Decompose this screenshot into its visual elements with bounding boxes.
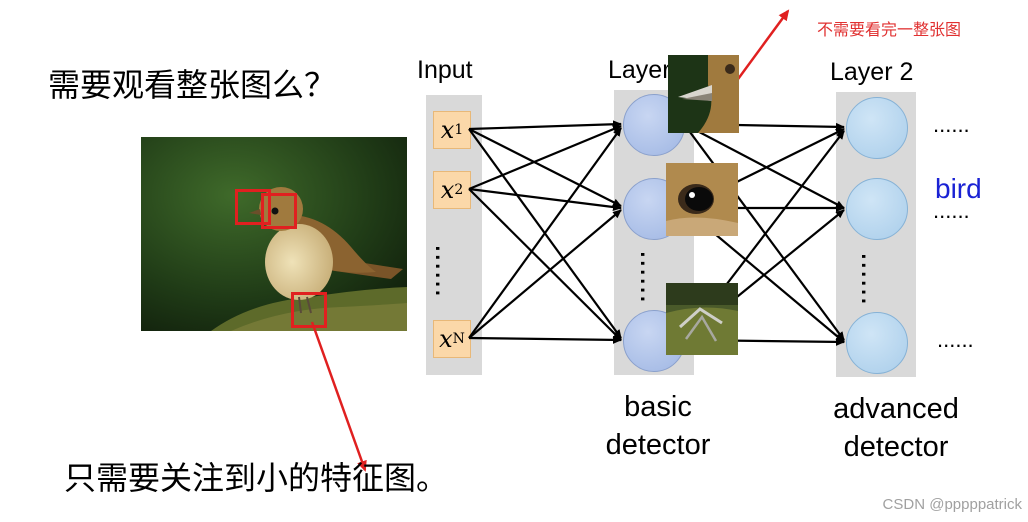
- output-bird-label: bird: [935, 173, 982, 204]
- crop-eye: [666, 163, 738, 236]
- input-sub: 2: [454, 182, 464, 198]
- crop-beak: [668, 55, 739, 133]
- input-sub: 1: [454, 122, 464, 138]
- basic-detector-line1: basic: [624, 391, 692, 423]
- red-box-claw: [291, 292, 327, 328]
- input-label: Input: [417, 56, 473, 84]
- layer2-node-1: [846, 97, 908, 159]
- output-dots-3: ......: [937, 327, 974, 352]
- watermark: CSDN @pppppatrick: [882, 496, 1022, 513]
- basic-detector-line2: detector: [605, 429, 711, 461]
- bird-image: [141, 137, 407, 331]
- crop-claw: [666, 283, 738, 355]
- question-top: 需要观看整张图么？: [48, 66, 337, 104]
- layer2-label: Layer 2: [830, 58, 914, 86]
- red-box-beak: [235, 189, 271, 225]
- input-sub: N: [452, 331, 465, 347]
- advanced-detector-line2: detector: [843, 431, 949, 463]
- input-var: x: [440, 176, 455, 204]
- bird-photo: [141, 137, 407, 331]
- advanced-detector-label: advanced detector: [815, 390, 977, 466]
- red-arrow-top: [728, 9, 790, 91]
- red-box-eye: [261, 193, 297, 229]
- layer2-node-2: [846, 178, 908, 240]
- advanced-detector-line1: advanced: [833, 393, 959, 425]
- red-arrow-bottom: [310, 321, 367, 472]
- layer2-node-3: [846, 312, 908, 374]
- input-var: x: [439, 325, 453, 353]
- output-dots-2: ......: [933, 198, 970, 223]
- annotation-note: 不需要看完一整张图: [817, 20, 962, 39]
- basic-detector-label: basic detector: [588, 388, 728, 464]
- input-to-layer1-edges: [468, 120, 622, 344]
- question-bottom: 只需要关注到小的特征图。: [64, 459, 449, 497]
- input-var: x: [440, 116, 455, 144]
- output-dots-1: ......: [933, 112, 970, 137]
